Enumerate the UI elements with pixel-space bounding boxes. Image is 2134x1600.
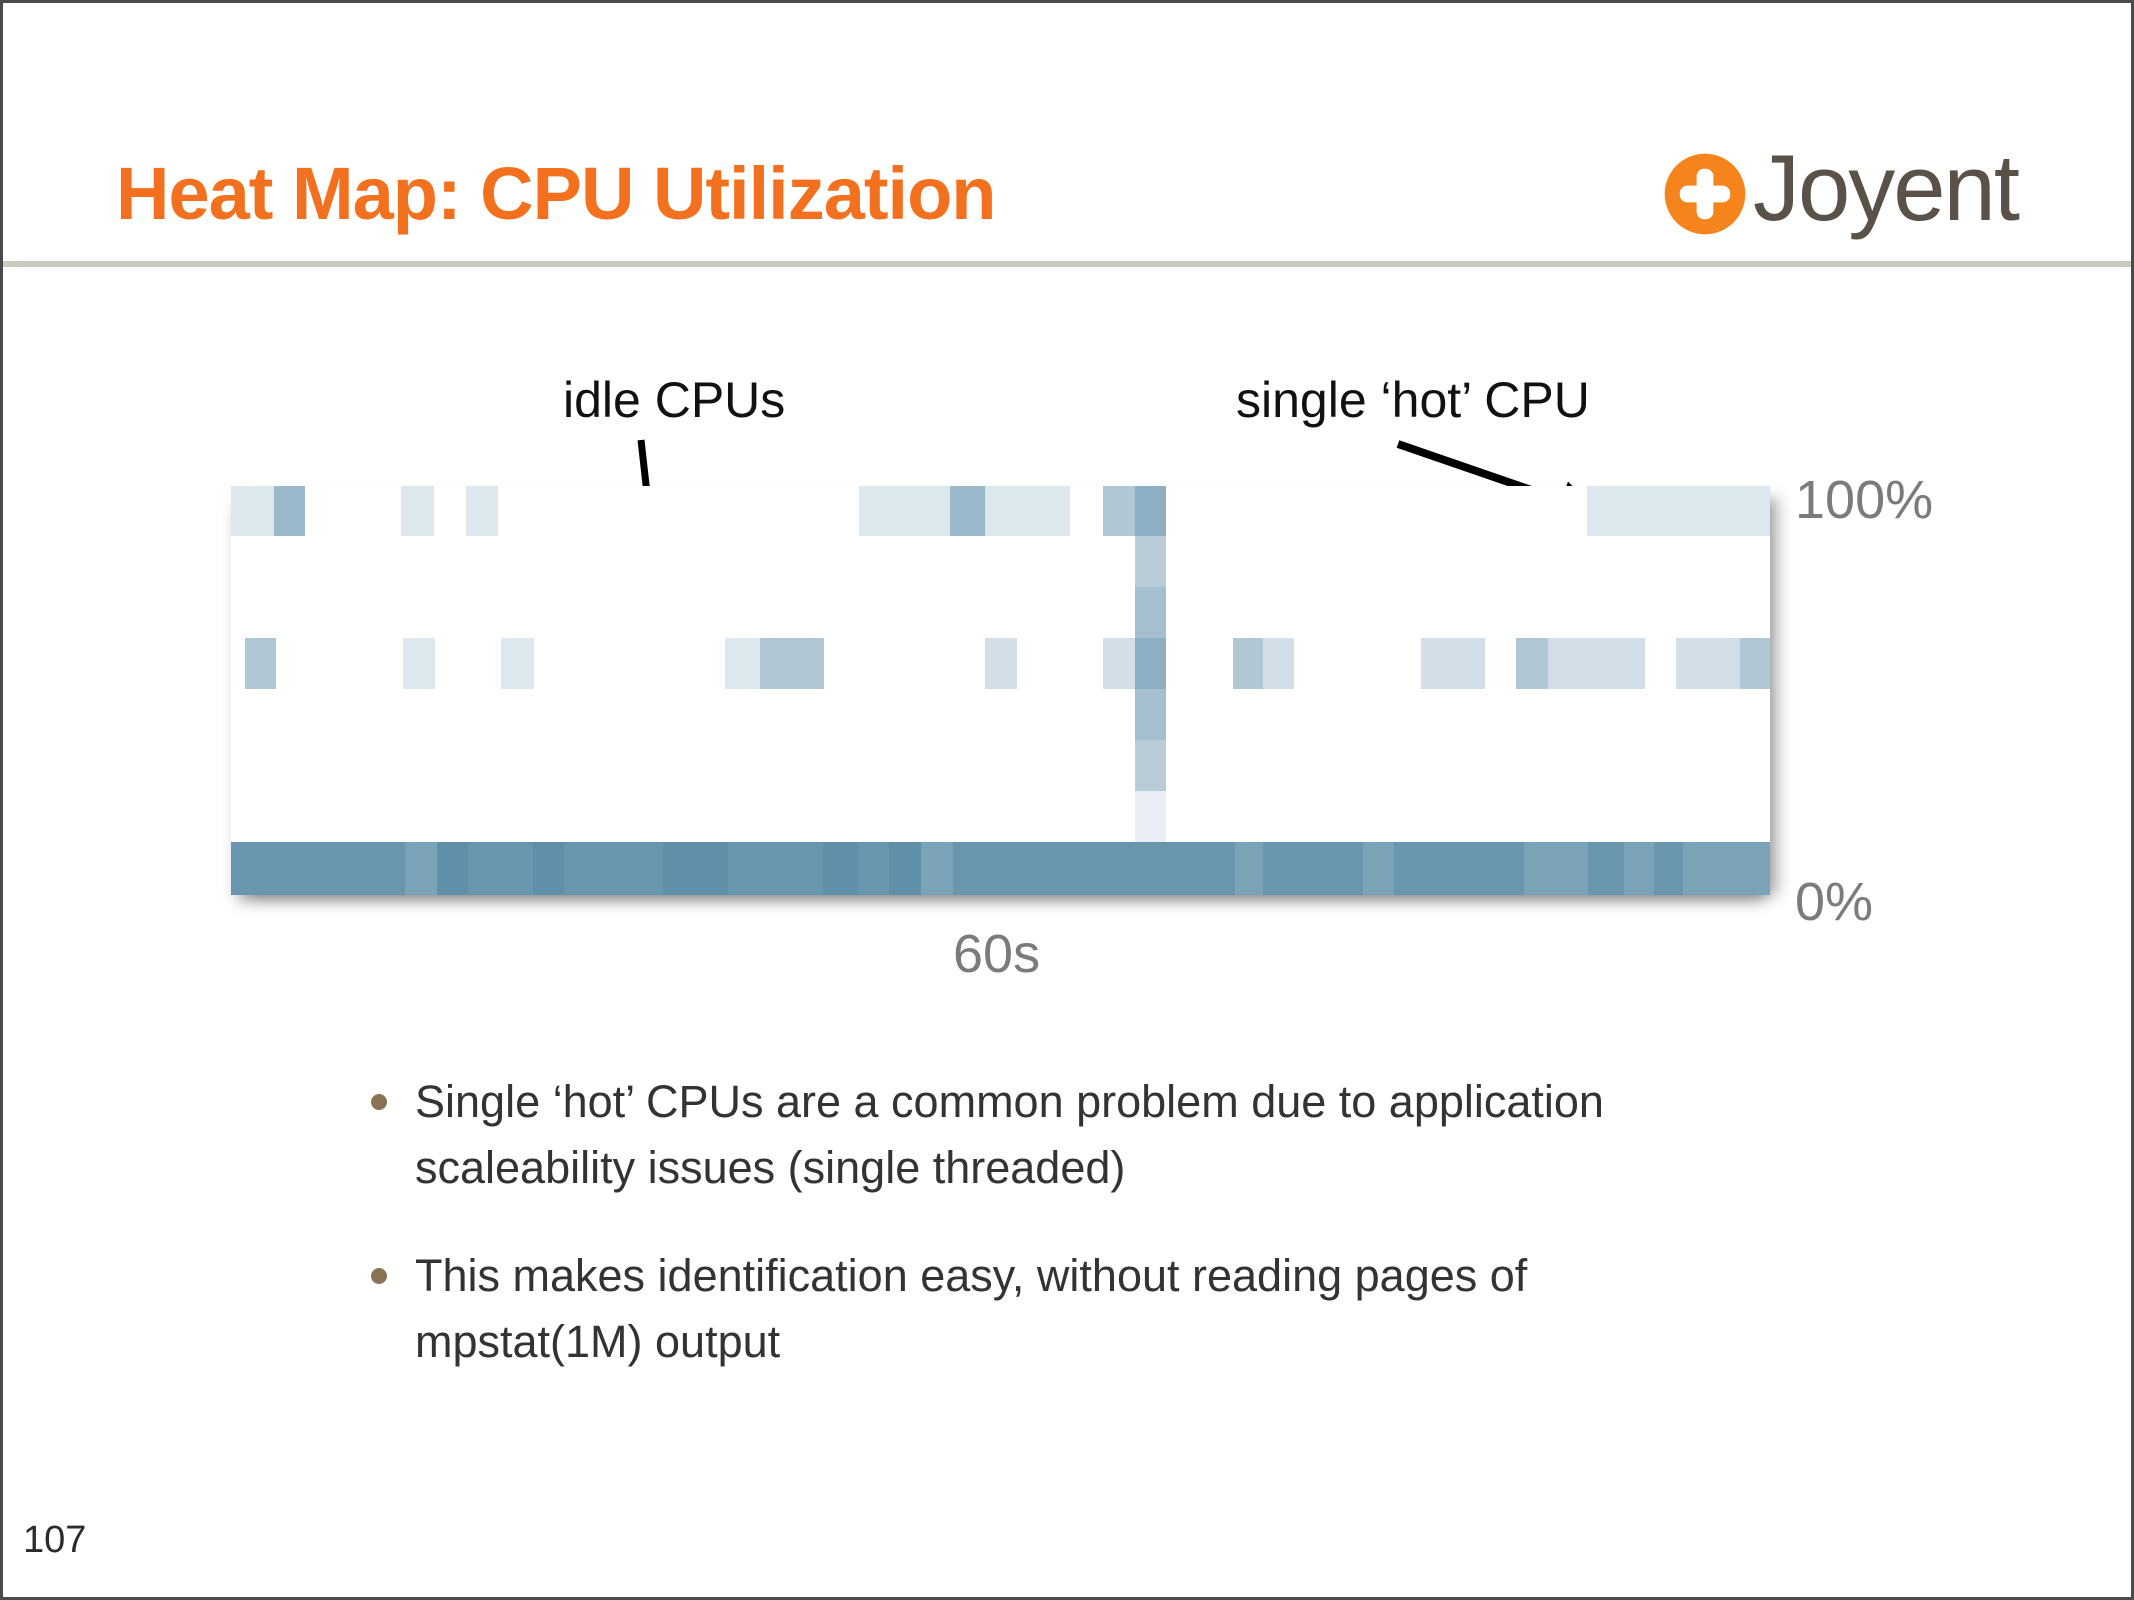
joyent-logo: Joyent <box>1663 135 2020 240</box>
bullet-item: Single ‘hot’ CPUs are a common problem d… <box>371 1069 1791 1201</box>
y-axis-top-label: 100% <box>1795 470 1934 530</box>
heatmap-bottom-segment <box>1524 842 1588 895</box>
heatmap-cell <box>1587 486 1770 536</box>
heatmap-bottom-row <box>231 842 1770 895</box>
page-number: 107 <box>23 1519 87 1561</box>
heatmap-cell <box>859 486 950 536</box>
bullet-item: This makes identification easy, without … <box>371 1243 1791 1375</box>
heatmap-bottom-segment <box>921 842 953 895</box>
heatmap-bottom-segment <box>663 842 728 895</box>
heatmap-bottom-segment <box>1624 842 1654 895</box>
heatmap-bottom-segment <box>1235 842 1263 895</box>
heatmap-cell <box>1233 638 1263 689</box>
x-axis-span-label: 60s <box>953 924 1041 984</box>
heatmap-cell <box>401 486 434 536</box>
heatmap-cell <box>403 638 435 689</box>
annotation-idle-cpus: idle CPUs <box>563 372 786 428</box>
heatmap-bottom-segment <box>1683 842 1770 895</box>
heatmap-bottom-segment <box>437 842 468 895</box>
heatmap-cell <box>501 638 534 689</box>
page-title: Heat Map: CPU Utilization <box>116 152 996 235</box>
heatmap-cell <box>1263 638 1294 689</box>
heatmap-cell <box>231 486 274 536</box>
heatmap-cell <box>466 486 498 536</box>
bullet-line: mpstat(1M) output <box>415 1316 781 1367</box>
bullet-text: Single ‘hot’ CPUs are a common problem d… <box>415 1069 1604 1201</box>
bullet-dot <box>371 1268 387 1284</box>
heatmap-cell <box>1135 638 1166 689</box>
heatmap-bottom-segment <box>405 842 437 895</box>
heatmap-cell <box>760 638 824 689</box>
cpu-utilization-heatmap <box>231 486 1770 895</box>
heatmap-bottom-segment <box>1363 842 1394 895</box>
heatmap-cell <box>1135 486 1166 536</box>
heatmap-bottom-segment <box>533 842 564 895</box>
heatmap-cell <box>950 486 985 536</box>
heatmap-bottom-segment <box>889 842 921 895</box>
bullet-line: This makes identification easy, without … <box>415 1250 1528 1301</box>
bullet-text: This makes identification easy, without … <box>415 1243 1527 1375</box>
heatmap-cell <box>985 486 1070 536</box>
heatmap-cell <box>1135 689 1166 740</box>
heatmap-cell <box>274 486 305 536</box>
joyent-logo-text: Joyent <box>1753 135 2020 240</box>
heatmap-cell <box>1421 638 1485 689</box>
heatmap-cell <box>1740 638 1770 689</box>
bullet-dot <box>371 1094 387 1110</box>
bullet-line: scaleability issues (single threaded) <box>415 1142 1126 1193</box>
bullet-list: Single ‘hot’ CPUs are a common problem d… <box>371 1069 1791 1417</box>
heatmap-cell <box>1135 791 1166 842</box>
bullet-line: Single ‘hot’ CPUs are a common problem d… <box>415 1076 1604 1127</box>
heatmap-cell <box>1135 536 1166 587</box>
heatmap-cell <box>1103 638 1135 689</box>
title-divider <box>3 261 2131 267</box>
heatmap-bottom-segment <box>823 842 858 895</box>
heatmap-cell <box>1548 638 1645 689</box>
joyent-logo-icon <box>1664 153 1746 235</box>
heatmap-cell <box>985 638 1017 689</box>
heatmap-cell <box>725 638 760 689</box>
heatmap-cell <box>1135 587 1166 638</box>
heatmap-cell <box>1516 638 1548 689</box>
y-axis-bottom-label: 0% <box>1795 872 1874 932</box>
heatmap-cell <box>245 638 276 689</box>
heatmap-cell <box>1135 740 1166 791</box>
annotation-hot-cpu: single ‘hot’ CPU <box>1236 372 1590 428</box>
heatmap-cell <box>1676 638 1740 689</box>
heatmap-cell <box>1103 486 1135 536</box>
